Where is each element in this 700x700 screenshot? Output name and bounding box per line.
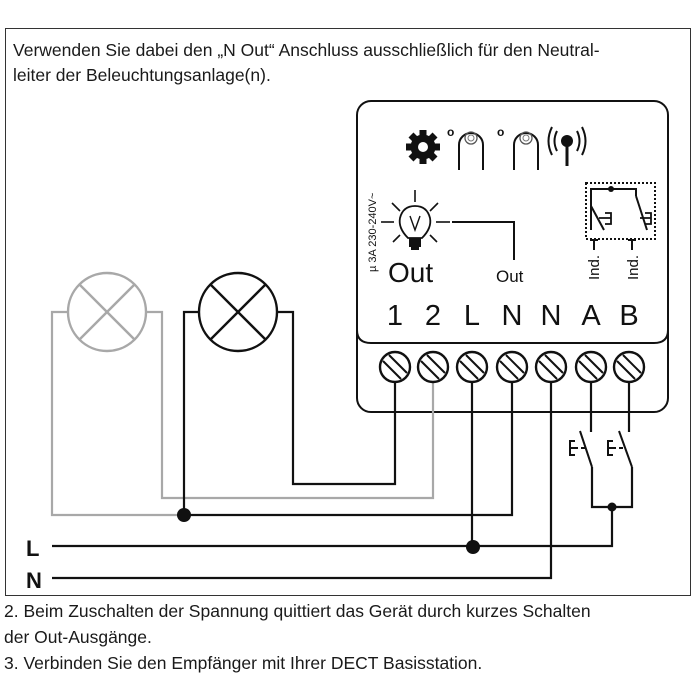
terminal-label-1: 1 bbox=[387, 300, 403, 332]
button-icon bbox=[513, 131, 539, 170]
neutral-wiring-note: Verwenden Sie dabei den „N Out“ Anschlus… bbox=[13, 38, 683, 88]
instruction-steps: 2. Beim Zuschalten der Spannung quittier… bbox=[4, 598, 698, 676]
supply-label-N: N bbox=[26, 568, 42, 593]
wiring bbox=[50, 310, 634, 580]
step-2-line-1: 2. Beim Zuschalten der Spannung quittier… bbox=[4, 601, 591, 621]
indicator-label-a: Ind. bbox=[586, 255, 603, 280]
receiver-device: o o µ 3A 230-240V~ bbox=[356, 100, 669, 413]
terminal-label-A: A bbox=[581, 300, 601, 332]
light-bulb-icon bbox=[381, 190, 450, 250]
diagram-frame bbox=[5, 28, 691, 596]
device-panel-divider bbox=[356, 329, 669, 344]
junction-dot bbox=[177, 508, 191, 522]
terminal-label-B: B bbox=[619, 300, 638, 332]
screw-terminal-L bbox=[455, 350, 489, 384]
junction-dot bbox=[466, 540, 480, 554]
screw-terminal-B bbox=[612, 350, 646, 384]
supply-label-L: L bbox=[26, 536, 39, 561]
terminal-label-2: 2 bbox=[425, 300, 441, 332]
junction-dot bbox=[607, 502, 617, 512]
wire-switch-common bbox=[590, 467, 634, 509]
screw-terminals bbox=[378, 350, 646, 384]
lamp-2-icon bbox=[66, 271, 148, 353]
screw-terminal-A bbox=[574, 350, 608, 384]
terminal-label-N-out: N bbox=[502, 300, 523, 332]
wire-supply-N bbox=[52, 383, 553, 580]
screw-terminal-2 bbox=[416, 350, 450, 384]
wire-lamp2-neutral bbox=[50, 310, 185, 517]
indicator-label-b: Ind. bbox=[625, 255, 642, 280]
out-label-large: Out bbox=[388, 257, 433, 288]
wire-supply-L bbox=[52, 507, 614, 548]
note-line-1: Verwenden Sie dabei den „N Out“ Anschlus… bbox=[13, 40, 600, 60]
radio-antenna-icon bbox=[547, 126, 587, 166]
wire-output-2 bbox=[147, 310, 435, 500]
lamp-1-icon bbox=[197, 271, 279, 353]
step-3: 3. Verbinden Sie den Empfänger mit Ihrer… bbox=[4, 653, 483, 673]
screw-terminal-N bbox=[495, 350, 529, 384]
pushbutton-switch-icon bbox=[585, 182, 656, 250]
rating-label: µ 3A 230-240V~ bbox=[367, 193, 379, 272]
out-label-small: Out bbox=[496, 267, 524, 286]
step-2-line-2: der Out-Ausgänge. bbox=[4, 627, 152, 647]
button-icon bbox=[458, 131, 484, 170]
out-indicator-line bbox=[452, 221, 515, 260]
led-mark-1: o bbox=[447, 125, 454, 139]
led-mark-2: o bbox=[497, 125, 504, 139]
gear-icon bbox=[406, 130, 440, 164]
screw-terminal-N bbox=[534, 350, 568, 384]
terminal-label-L: L bbox=[464, 300, 480, 332]
note-line-2: leiter der Beleuchtungsanlage(n). bbox=[13, 65, 271, 85]
wire-output-1 bbox=[278, 310, 397, 486]
screw-terminal-1 bbox=[378, 350, 412, 384]
terminal-label-N: N bbox=[541, 300, 562, 332]
pushbutton-switch-icon bbox=[569, 430, 633, 468]
